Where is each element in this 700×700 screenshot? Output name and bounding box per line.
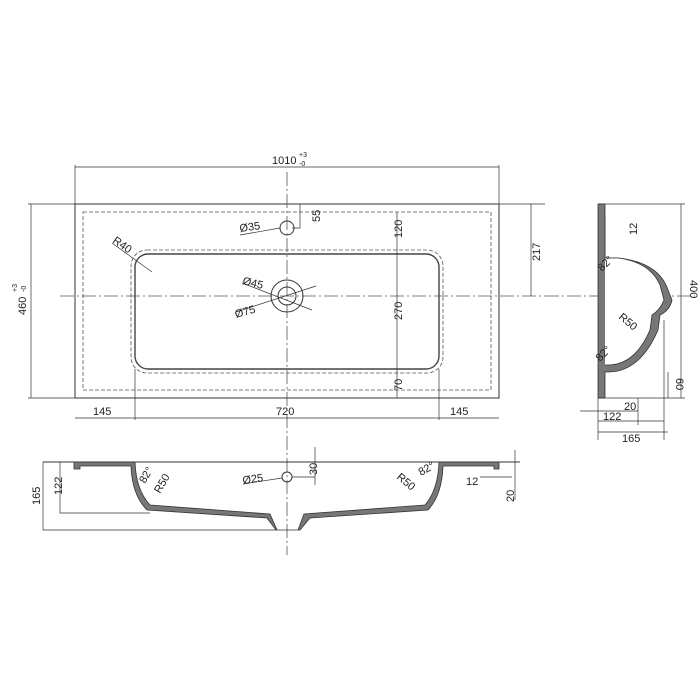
right-margin-label: 145 — [450, 406, 468, 418]
tap-hole-label: Ø35 — [239, 220, 261, 235]
drain-inner-label: Ø45 — [241, 275, 264, 292]
rim-width-label: 12 — [466, 476, 478, 488]
front-bowl-label: 70 — [393, 379, 405, 391]
overflow-label: Ø25 — [242, 472, 264, 487]
side-view: 400 12 60 82° 82° R50 20 122 165 — [580, 203, 699, 445]
leaders — [111, 227, 281, 273]
drain-leaders — [235, 282, 317, 313]
depth-label: 460 — [17, 297, 29, 315]
dim-217 — [499, 203, 545, 296]
side-horizontal-dims — [580, 410, 668, 433]
rim-label: 12 — [628, 223, 640, 235]
front-section: 165 122 Ø25 30 82° R50 82° R50 12 20 — [31, 447, 520, 531]
dim-horizontal — [75, 369, 499, 420]
dim-55 — [292, 204, 301, 229]
radius-right-label: R50 — [394, 471, 417, 493]
overflow-offset-label: 30 — [308, 463, 320, 475]
side-total-label: 165 — [622, 433, 640, 445]
side-inner — [604, 216, 665, 366]
angle-left-label: 82° — [137, 465, 156, 485]
dim-depth — [28, 203, 75, 399]
depth-tol-plus: +3 — [12, 284, 19, 292]
section-dims — [42, 450, 516, 531]
section-profile — [73, 461, 500, 531]
section-height-label: 165 — [31, 487, 43, 505]
angle-right-label: 82° — [417, 460, 437, 479]
width-label: 1010 — [272, 155, 296, 167]
front-height-label: 60 — [673, 378, 685, 390]
rim-height-label: 20 — [505, 490, 517, 502]
drain-outer-label: Ø75 — [234, 304, 257, 321]
radius-left-label: R50 — [152, 472, 172, 495]
tap-offset-label: 55 — [311, 210, 323, 222]
side-dims — [597, 203, 685, 440]
radius-label: R40 — [110, 235, 133, 256]
back-to-bowl-label: 120 — [393, 220, 405, 238]
width-tol-plus: +3 — [299, 152, 307, 159]
section-bowl-label: 122 — [53, 477, 65, 495]
bowl-width-label: 720 — [276, 406, 294, 418]
drain-inner — [277, 286, 297, 306]
side-bowl-depth-label: 122 — [603, 411, 621, 423]
bowl-edge — [134, 253, 440, 370]
wall-label: 20 — [624, 401, 636, 413]
left-margin-label: 145 — [93, 406, 111, 418]
bowl-depth-label: 270 — [393, 302, 405, 320]
back-to-drain-label: 217 — [531, 243, 543, 261]
drain-outer — [270, 279, 304, 313]
height-label: 400 — [687, 280, 699, 298]
overflow-dims — [242, 447, 316, 485]
depth-tol-minus: -0 — [21, 286, 28, 292]
top-view: 1010 +3 -0 460 +3 -0 145 720 145 120 270… — [12, 152, 695, 555]
width-tol-minus: -0 — [299, 161, 305, 168]
